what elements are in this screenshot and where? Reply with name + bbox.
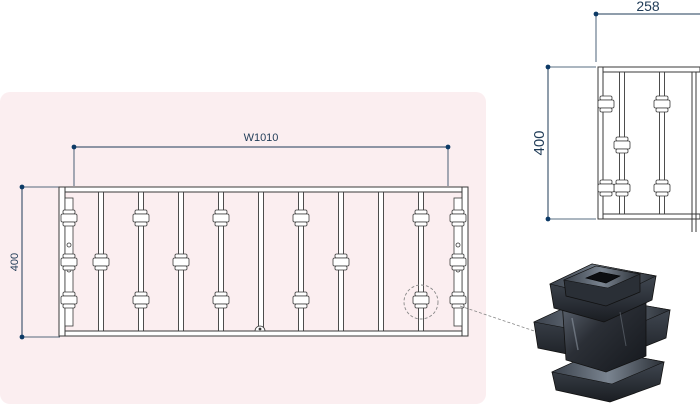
baluster-collar: [613, 179, 631, 197]
depth-dimension: 258: [593, 0, 700, 62]
baluster-collar: [613, 136, 631, 154]
baluster: [258, 191, 264, 332]
side-balusters: [597, 71, 671, 215]
baluster: [292, 191, 310, 332]
side-baluster: [613, 71, 631, 215]
baluster-collar: [449, 209, 467, 227]
baluster: [132, 191, 150, 332]
baluster-collar: [292, 209, 310, 227]
baluster-collar: [449, 253, 467, 271]
baluster: [378, 191, 384, 332]
top-rail: [58, 186, 469, 193]
balusters: [60, 191, 467, 332]
baluster: [92, 191, 110, 332]
baluster-collar: [653, 179, 671, 197]
baluster-collar: [92, 253, 110, 271]
side-baluster: [653, 71, 671, 215]
baluster-collar: [132, 291, 150, 309]
height-dimension: 400: [9, 184, 60, 340]
height-label: 400: [9, 253, 21, 271]
baluster-collar: [412, 291, 430, 309]
baluster-collar: [60, 209, 78, 227]
baluster-collar: [332, 253, 350, 271]
baluster-collar: [412, 209, 430, 227]
baluster-collar: [597, 179, 615, 197]
square-hole: [585, 271, 621, 284]
depth-label: 258: [636, 0, 660, 14]
baluster-collar: [292, 291, 310, 309]
width-dimension: W1010: [71, 132, 451, 186]
baluster-collar: [212, 291, 230, 309]
square-collar-casting: [533, 263, 672, 403]
baluster: [412, 191, 430, 332]
baluster: [332, 191, 350, 332]
side-height-label: 400: [531, 130, 548, 155]
baluster: [172, 191, 190, 332]
baluster-collar: [132, 209, 150, 227]
baluster-collar: [449, 291, 467, 309]
side-height-dimension: 400: [531, 64, 596, 222]
width-label: W1010: [244, 132, 279, 144]
front-view-panel: [0, 92, 486, 404]
baluster-collar: [172, 253, 190, 271]
baluster-collar: [653, 95, 671, 113]
baluster-collar: [597, 95, 615, 113]
detail-callout: [403, 284, 556, 339]
baluster: [212, 191, 230, 332]
bottom-rail: [58, 330, 469, 337]
side-view: 258 400: [531, 0, 700, 232]
baluster-collar: [60, 253, 78, 271]
baluster-collar: [212, 209, 230, 227]
side-frame: [597, 66, 700, 232]
front-view: W1010 400: [9, 132, 556, 340]
baluster-collar: [60, 291, 78, 309]
